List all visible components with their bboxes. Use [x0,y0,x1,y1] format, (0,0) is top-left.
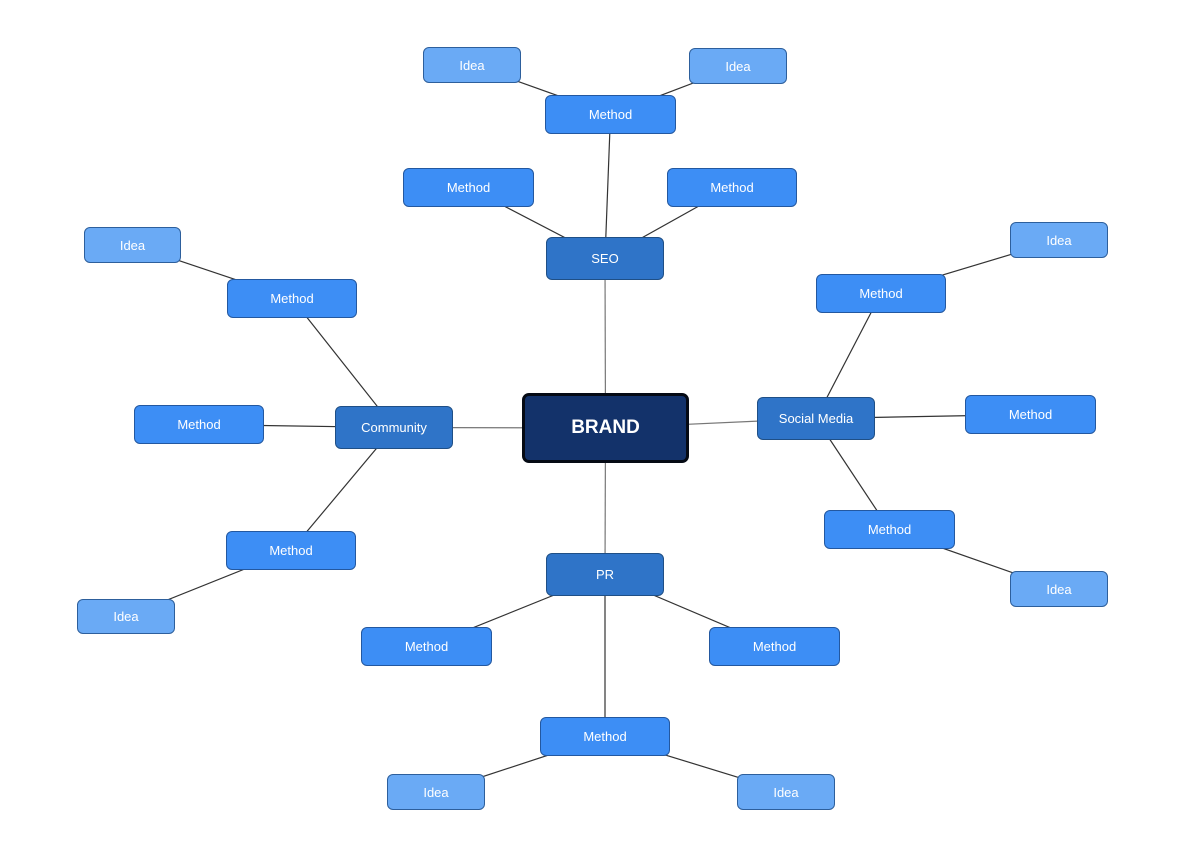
node-soc-m2[interactable]: Method [965,395,1096,434]
node-label: Idea [423,784,449,800]
node-label: Idea [459,57,485,73]
node-pr-m3[interactable]: Method [540,717,670,756]
node-pr-i2[interactable]: Idea [737,774,835,810]
node-label: Idea [113,609,139,624]
node-label: Idea [119,237,146,253]
node-label: Method [583,729,627,744]
node-pr-m1[interactable]: Method [361,627,492,666]
node-label: Method [404,639,449,654]
node-pr-i1[interactable]: Idea [387,774,485,810]
node-label: Method [270,291,314,306]
node-seo-i1[interactable]: Idea [423,47,521,83]
node-soc-m3[interactable]: Method [824,510,955,549]
edge-seo-seo_m1 [604,114,612,259]
node-brand[interactable]: BRAND [522,393,689,463]
node-seo-m3[interactable]: Method [667,168,797,207]
node-seo-i2[interactable]: Idea [689,48,787,84]
node-label: Social Media [778,411,854,426]
node-label: Idea [725,58,751,74]
node-label: Method [177,417,221,432]
node-pr[interactable]: PR [546,553,664,596]
node-label: Method [1008,407,1053,422]
node-com-i1[interactable]: Idea [84,227,181,263]
node-com-m1[interactable]: Method [227,279,357,318]
node-label: Method [446,180,491,195]
node-com-i3[interactable]: Idea [77,599,175,634]
node-pr-m2[interactable]: Method [709,627,840,666]
node-seo-m2[interactable]: Method [403,168,534,207]
node-label: Idea [1046,581,1072,597]
node-soc-i3[interactable]: Idea [1010,571,1108,607]
node-soc-i1[interactable]: Idea [1010,222,1108,258]
node-soc-m1[interactable]: Method [816,274,946,313]
node-social[interactable]: Social Media [757,397,875,440]
node-label: Idea [773,784,799,800]
node-com-m3[interactable]: Method [226,531,356,570]
node-label: Method [269,543,313,558]
node-label: BRAND [571,417,640,438]
node-seo-m1[interactable]: Method [545,95,676,134]
node-seo[interactable]: SEO [546,237,664,280]
node-label: Method [588,107,633,122]
node-label: Method [867,522,912,537]
node-label: Method [859,286,903,301]
node-community[interactable]: Community [335,406,453,449]
node-label: Idea [1046,232,1072,248]
node-label: Method [752,639,797,654]
node-label: SEO [591,251,619,266]
node-label: Method [710,180,754,195]
node-label: Community [361,420,427,435]
node-label: PR [595,567,615,582]
node-com-m2[interactable]: Method [134,405,264,444]
